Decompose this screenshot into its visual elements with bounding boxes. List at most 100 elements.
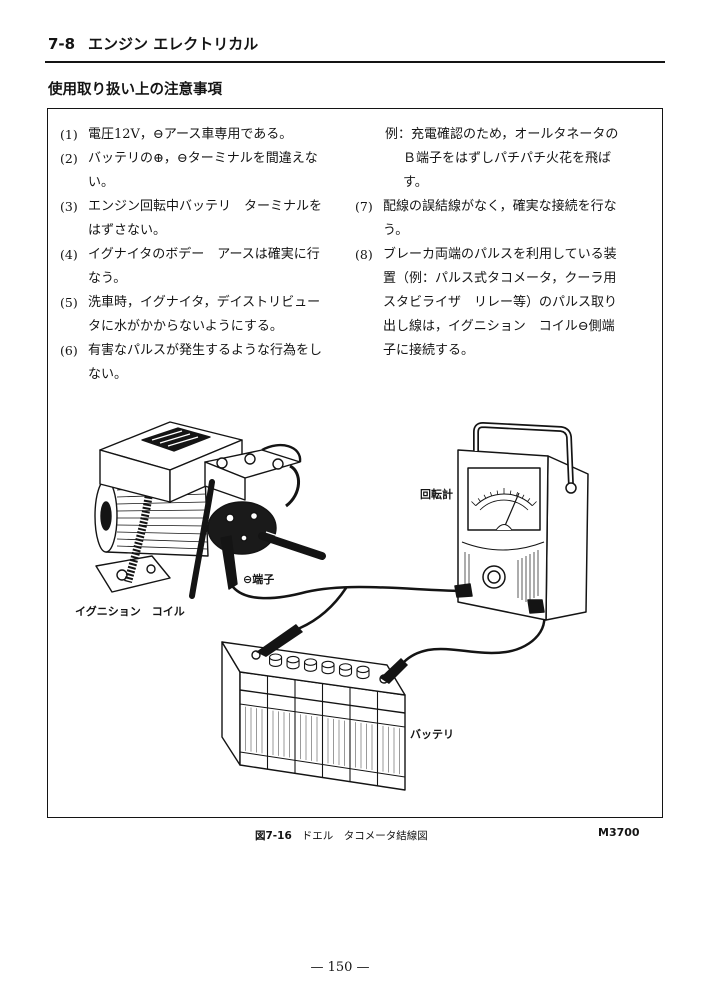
note-line: イグナイタのボデー アースは確実に行 [88,247,320,262]
example-line: Ｂ端子をはずしパチパチ火花を飛ば [403,151,612,166]
notes-right-column: 例：充電確認のため，オールタネータの Ｂ端子をはずしパチパチ火花を飛ば す。 (… [355,123,618,363]
battery-cell-cap [303,658,318,672]
section-number: 7-8 [48,35,76,53]
note-line: 電圧12V，⊖アース車専用である。 [88,127,293,142]
note-item: (8) ブレーカ両端のパルスを利用している装 置（例：パルス式タコメータ，クーラ… [355,243,618,363]
spring-wrapped-wire [124,485,154,584]
note-line: はずさない。 [88,223,167,238]
note-item: (7) 配線の誤結線がなく，確実な接続を行な う。 [355,195,618,243]
note-line: スタビライザ リレー等）のパルス取り [383,295,618,310]
notes-left-column: (1) 電圧12V，⊖アース車専用である。 (2) バッテリの⊕，⊖ターミナルを… [60,123,322,387]
dial-tick [483,494,487,499]
note-text: 有害なパルスが発生するような行為をし ない。 [88,339,322,387]
note-line: エンジン回転中バッテリ ターミナルを [88,199,323,214]
content-frame [47,108,663,818]
connector-bolt [272,458,284,470]
figure-code: M3700 [598,826,640,839]
figure-number: 図7-16 [255,830,292,842]
dial-tick [509,490,512,495]
terminal-body [207,501,277,555]
tachometer-illustration [454,422,589,621]
section-heading: 使用取り扱い上の注意事項 [48,82,222,98]
example-line: す。 [403,175,428,190]
cap-top [356,665,370,674]
note-line: 置（例：パルス式タコメータ，クーラ用 [383,271,617,286]
note-number: (6) [60,343,78,358]
battery-clip-left [256,624,303,657]
note-line: 洗車時，イグナイタ，デイストリビュー [88,295,321,310]
note-line: 有害なパルスが発生するような行為をし [88,343,323,358]
needle-pivot [495,524,513,531]
note-item: (6) 有害なパルスが発生するような行為をし ない。 [60,339,322,387]
connector-bolt [244,453,256,465]
battery-cell-cap [321,660,335,675]
dial-tick [496,490,499,495]
note-number: (2) [60,151,78,166]
battery-cell-dividers [266,675,379,786]
dial-scale-inner [479,499,529,511]
knob-center [487,570,501,584]
ignition-coil-assembly [94,421,326,599]
figure-title: ドエル タコメータ結線図 [301,830,428,842]
note-item: (3) エンジン回転中バッテリ ターミナルを はずさない。 [60,195,322,243]
note-text: 電圧12V，⊖アース車専用である。 [88,123,292,147]
ignition-coil-label: イグニション コイル [75,605,185,618]
terminal-nut [249,511,259,521]
note-text: 配線の誤結線がなく，確実な接続を行な う。 [383,195,617,243]
connector-wire [285,464,300,508]
note-number: (4) [60,247,78,262]
tachometer-needle [503,492,520,529]
tachometer-plug-left [454,583,473,598]
note-text: ブレーカ両端のパルスを利用している装 置（例：パルス式タコメータ，クーラ用 スタ… [383,243,617,363]
note-item: (1) 電圧12V，⊖アース車専用である。 [60,123,322,147]
battery-cell-cap [268,653,283,667]
battery-cell-cap [286,655,300,670]
battery-cell-caps [268,653,370,680]
note-number: (8) [355,247,373,262]
high-tension-cable [258,532,326,560]
coil-end-hub [100,501,112,531]
terminal-nut [225,513,235,523]
battery-cell-plates [245,706,400,775]
lead-battery-to-tachometer [402,605,546,664]
cap-top [321,660,335,669]
example-first-line: 例：充電確認のため，オールタネータの [385,123,618,147]
connector-block-front [204,461,246,501]
note-line: タに水がかからないようにする。 [88,319,283,334]
page-number: — 150 — [310,960,370,975]
battery-cell-cap [338,663,353,677]
note-line: 配線の誤結線がなく，確実な接続を行な [383,199,617,214]
cap-top [268,653,283,661]
battery-clip-right [380,658,408,684]
note-number: (5) [60,295,78,310]
note-line: う。 [383,223,409,238]
handle-pivot [565,482,577,494]
dial-tick [490,492,493,497]
tachometer-handle-inner [474,423,573,487]
note-line: ブレーカ両端のパルスを利用している装 [383,247,617,262]
dial-tick [521,494,525,499]
terminal-nut [240,534,248,542]
note-text: 洗車時，イグナイタ，デイストリビュー タに水がかからないようにする。 [88,291,320,339]
black-cable-down [189,479,215,599]
dial-tick [532,501,537,506]
cap-top [338,663,353,671]
note-item: (5) 洗車時，イグナイタ，デイストリビュー タに水がかからないようにする。 [60,291,322,339]
wiring-illustration [94,421,589,791]
note-text: イグナイタのボデー アースは確実に行 なう。 [88,243,320,291]
panel-shading [464,550,539,602]
dial-tick [477,498,481,502]
tachometer-dial [467,467,541,531]
dial-ticks [471,488,537,506]
note-item: (4) イグナイタのボデー アースは確実に行 なう。 [60,243,322,291]
note-item: (2) バッテリの⊕，⊖ターミナルを間違えな い。 [60,147,322,195]
battery-cell-cap [356,665,370,680]
battery-label: バッテリ [410,728,454,741]
negative-terminal-clip [220,535,238,590]
note-number: (3) [60,199,78,214]
note-text: バッテリの⊕，⊖ターミナルを間違えな い。 [88,147,318,195]
negative-terminal-label: ⊖端子 [243,573,275,586]
igniter-label-plate [141,427,211,452]
note-number: (1) [60,127,78,142]
cap-top [286,655,300,664]
